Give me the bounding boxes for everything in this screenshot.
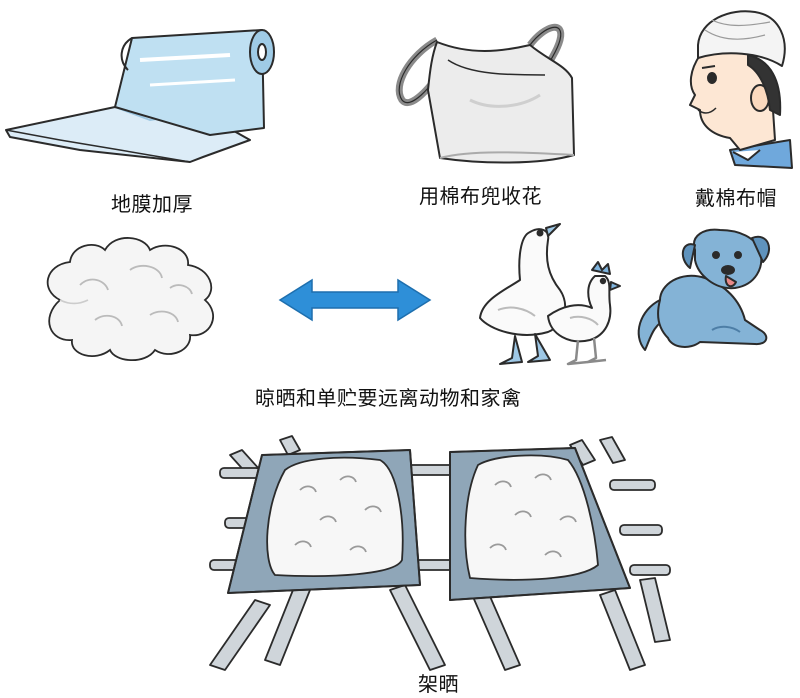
cotton-cloth-bag-icon (395, 23, 575, 164)
goose-icon (479, 223, 567, 365)
label-rack-drying: 架晒 (418, 672, 459, 696)
label-film-thicken: 地膜加厚 (111, 192, 193, 216)
cotton-pile-icon (46, 237, 215, 362)
chicken-icon (547, 261, 621, 366)
label-cotton-bag: 用棉布兜收花 (419, 184, 542, 208)
dog-icon (637, 228, 771, 351)
label-keep-away-animals: 晾晒和单贮要远离动物和家禽 (255, 386, 522, 410)
label-cotton-hat: 戴棉布帽 (695, 186, 777, 210)
person-cotton-hat-icon (689, 10, 793, 169)
plastic-film-roll-icon (5, 29, 275, 163)
double-arrow-icon (278, 278, 432, 322)
drying-rack-icon (209, 435, 671, 671)
